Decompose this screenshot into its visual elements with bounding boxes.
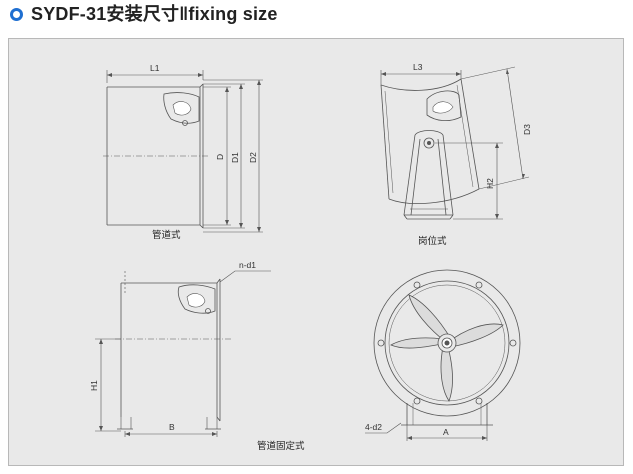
header: SYDF-31安装尺寸‖fixing size <box>0 0 633 34</box>
dim-label-d2: D2 <box>248 152 258 163</box>
dim-label-l3: L3 <box>413 62 423 72</box>
caption-duct-type: 管道式 <box>152 229 181 241</box>
dim-label-4-d2: 4-d2 <box>365 422 382 432</box>
dim-label-l1: L1 <box>150 63 160 73</box>
front-view-figure: 4-d2 A <box>365 269 521 441</box>
drawing-panel: L1 D D1 D2 管道式 L3 <box>8 38 624 466</box>
dim-label-a: A <box>443 427 449 437</box>
technical-drawing: L1 D D1 D2 管道式 L3 <box>89 62 532 452</box>
dim-label-n-d1: n-d1 <box>239 260 256 270</box>
dim-label-d: D <box>215 154 225 160</box>
caption-post-type: 岗位式 <box>418 235 447 247</box>
dim-label-h2: H2 <box>485 178 495 189</box>
dim-label-h1: H1 <box>89 380 99 391</box>
post-type-figure: L3 D3 H2 岗位式 <box>380 62 532 247</box>
dim-label-d1: D1 <box>230 152 240 163</box>
dim-label-d3: D3 <box>522 124 532 135</box>
circle-bullet-icon <box>10 8 23 21</box>
page-title: SYDF-31安装尺寸‖fixing size <box>31 4 278 24</box>
dim-label-b: B <box>169 422 175 432</box>
duct-type-figure: L1 D D1 D2 管道式 <box>103 63 263 241</box>
caption-duct-fixed-type: 管道固定式 <box>257 440 305 452</box>
duct-fixed-type-figure: n-d1 H1 B 管道固定式 <box>89 260 305 452</box>
